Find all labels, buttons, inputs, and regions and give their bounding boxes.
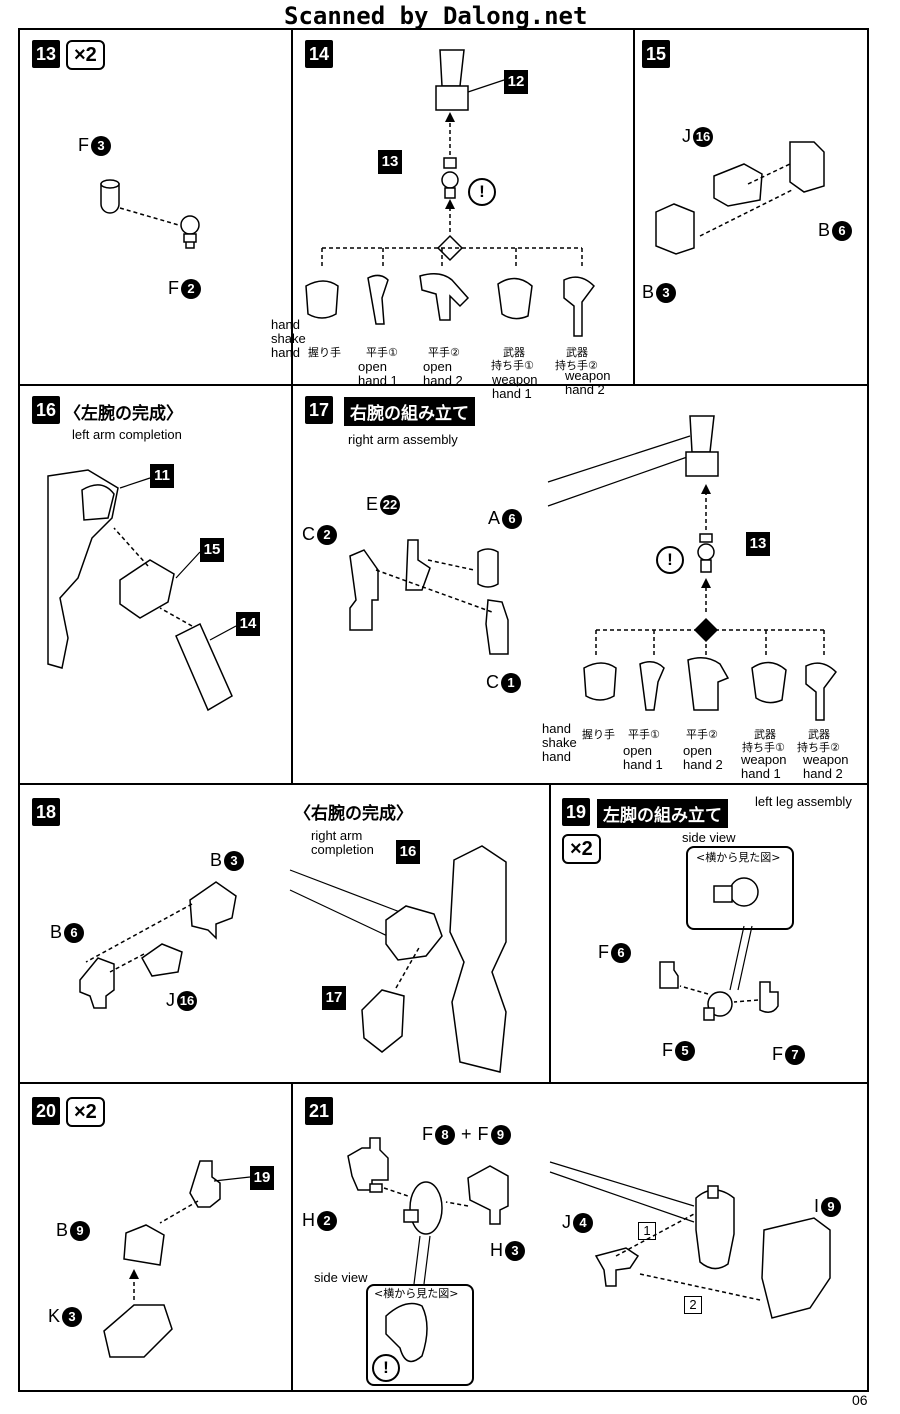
hand-label: hand shake hand [542,721,577,764]
part-drawing [349,415,837,721]
page-number: 06 [852,1392,868,1408]
hand-label-jp: 持ち手① [742,741,785,754]
step-title-jp: 左脚の組み立て [597,799,728,828]
hand-label-jp: 平手① [628,728,660,741]
step-number: 21 [305,1097,333,1125]
hand-label-jp: 持ち手② [797,741,840,754]
side-view-label-jp: <横から見た図> [374,1287,459,1300]
step-title-en: left arm completion [72,427,182,442]
step-number: 19 [562,798,590,826]
step-number: 14 [305,40,333,68]
part-drawing [659,877,779,1021]
hand-label: weapon hand 2 [803,752,849,781]
step-title-jp: 〈右腕の完成〉 [294,804,413,824]
hand-label-jp: 平手① [366,346,398,359]
step-number: 16 [32,396,60,424]
hand-label-jp: 平手② [686,728,718,741]
reference-step: 19 [250,1166,274,1190]
hand-label: open hand 1 [623,743,663,772]
hand-label-jp: 武器 [754,728,776,741]
step-number: 15 [642,40,670,68]
hand-label: open hand 1 [358,359,398,388]
hand-label: weapon hand 1 [492,372,538,401]
part-drawing [347,1137,831,1363]
quantity-multiplier: ×2 [66,1097,105,1127]
step-title-en: right arm completion [311,828,374,857]
step-number: 20 [32,1097,60,1125]
hand-label-jp: 武器 [808,728,830,741]
caution-icon: ! [656,546,684,574]
reference-step: 11 [150,464,174,488]
step-number: 13 [32,40,60,68]
reference-step: 12 [504,70,528,94]
part-drawing [79,845,507,1073]
scan-credit: Scanned by Dalong.net [284,2,588,30]
hand-label-jp: 武器 [566,346,588,359]
hand-label-jp: 武器 [503,346,525,359]
quantity-multiplier: ×2 [66,40,105,70]
quantity-multiplier: ×2 [562,834,601,864]
step-title-jp: 右腕の組み立て [344,397,475,426]
reference-step: 17 [322,986,346,1010]
hand-label-jp: 握り手 [308,346,341,359]
part-drawing [305,49,595,337]
reference-step: 16 [396,840,420,864]
panel-step-14 [291,28,635,386]
hand-label: weapon hand 2 [565,368,611,397]
caution-icon: ! [372,1354,400,1382]
side-view-label: side view [682,830,736,845]
caution-icon: ! [468,178,496,206]
hand-label: weapon hand 1 [741,752,787,781]
side-view-label: side view [314,1270,368,1285]
part-drawing [47,469,237,712]
order-marker: 2 [684,1296,702,1314]
order-marker: 1 [638,1222,656,1240]
part-drawing [655,141,825,255]
step-number: 17 [305,396,333,424]
reference-step: 14 [236,612,260,636]
reference-step: 13 [378,150,402,174]
part-drawing [103,1160,251,1358]
panel-step-19 [549,783,869,1084]
hand-label: open hand 2 [423,359,463,388]
panel-step-13 [18,28,293,386]
hand-label-jp: 持ち手② [555,359,598,372]
hand-label-jp: 平手② [428,346,460,359]
panel-step-21 [291,1082,869,1392]
reference-step: 15 [200,538,224,562]
step-number: 18 [32,798,60,826]
hand-label: hand shake hand [271,317,306,360]
hand-label-jp: 持ち手① [491,359,534,372]
step-title-en: left leg assembly [755,794,852,809]
hand-label-jp: 握り手 [582,728,615,741]
part-drawing [100,179,200,249]
step-title-jp: 〈左腕の完成〉 [64,404,183,424]
side-view-label-jp: <横から見た図> [696,851,781,864]
reference-step: 13 [746,532,770,556]
hand-label: open hand 2 [683,743,723,772]
step-title-en: right arm assembly [348,432,458,447]
